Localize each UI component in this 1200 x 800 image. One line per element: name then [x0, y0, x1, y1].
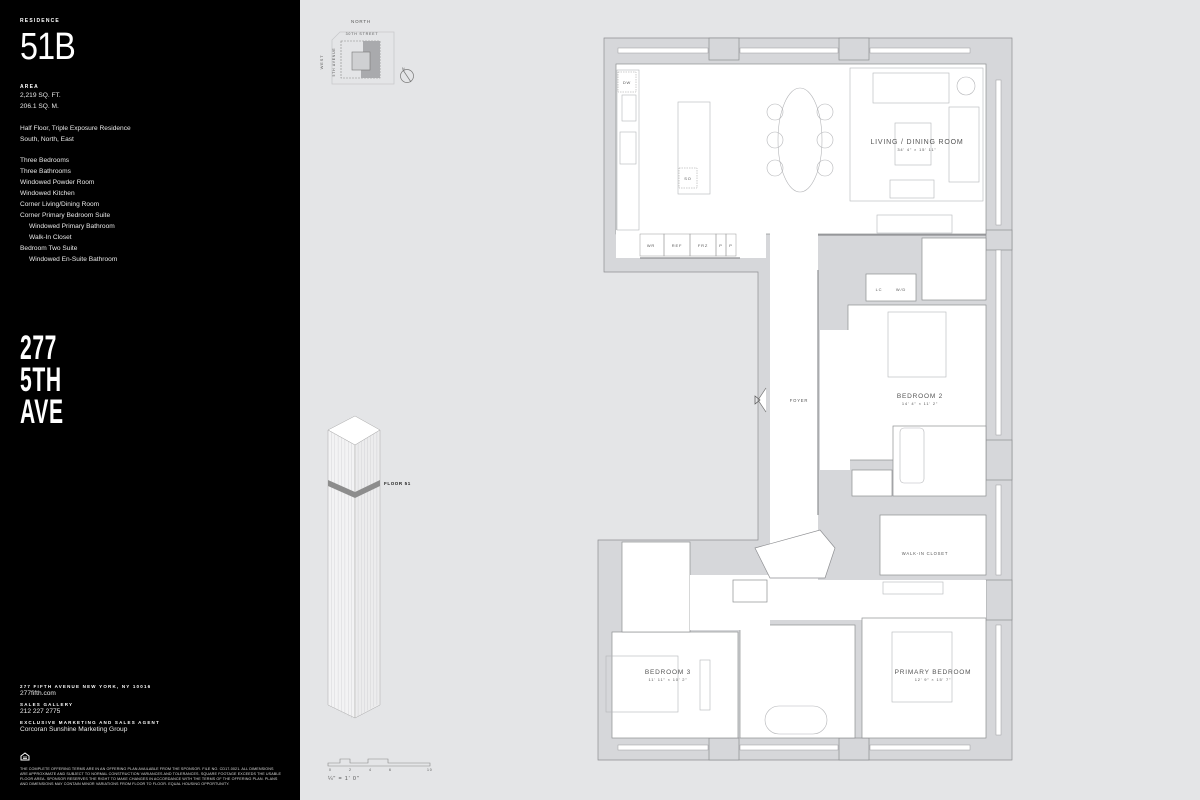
sink-icon [621, 94, 637, 122]
feature-item: Windowed En-Suite Bathroom [29, 256, 118, 263]
feature-item: Walk-In Closet [29, 234, 72, 241]
area-label: AREA [20, 84, 39, 90]
floor-plan [597, 37, 1013, 761]
room-labels: LIVING / DINING ROOM 34' 4" × 15' 11" BE… [623, 80, 972, 682]
west-label: WEST [319, 55, 324, 70]
feature-item: Three Bathrooms [20, 168, 71, 175]
dining-chairs [766, 103, 834, 177]
feature-item: Three Bedrooms [20, 157, 70, 164]
room-dims: 11' 11" × 10' 2" [649, 677, 688, 682]
residence-number: 51B [20, 26, 76, 68]
agent-label: EXCLUSIVE MARKETING AND SALES AGENT [20, 720, 160, 725]
bathtub-2 [899, 427, 925, 484]
feature-item: Bedroom Two Suite [20, 245, 78, 252]
avenue-label: 5TH AVENUE [332, 48, 336, 77]
room-name: BEDROOM 2 [897, 393, 943, 400]
sofa [872, 72, 950, 104]
building-logo: 277 5TH AVE [20, 329, 64, 431]
living-rug [849, 67, 984, 202]
compass-icon [400, 69, 414, 83]
scale-tick: 6 [389, 768, 392, 772]
exposure-line-2: South, North, East [20, 136, 74, 143]
info-sidebar: RESIDENCE 51B AREA 2,219 SQ. FT. 206.1 S… [0, 0, 300, 800]
sales-phone: 212 227 2775 [20, 708, 61, 715]
street-label: 30TH STREET [346, 32, 379, 36]
room-name: WALK-IN CLOSET [902, 551, 948, 556]
scale-tick: 2 [349, 768, 352, 772]
fixture-label: REF [672, 243, 682, 248]
website-link[interactable]: 277fifth.com [20, 690, 56, 697]
kitchen-counter [616, 69, 640, 231]
floor-51-highlight [328, 480, 380, 498]
exposure-line-1: Half Floor, Triple Exposure Residence [20, 125, 131, 132]
room-name: FOYER [790, 398, 808, 403]
area-sqm: 206.1 SQ. M. [20, 103, 59, 110]
area-sqft: 2,219 SQ. FT. [20, 92, 61, 99]
room-name: LIVING / DINING ROOM [870, 139, 963, 146]
fixture-label: P [719, 243, 722, 248]
feature-item: Corner Primary Bedroom Suite [20, 212, 111, 219]
fixture-label: DW [623, 80, 631, 85]
dining-table [777, 87, 823, 193]
room-name: BEDROOM 3 [645, 669, 691, 676]
coffee-table [894, 122, 932, 166]
feature-item: Windowed Primary Bathroom [29, 223, 115, 230]
windows [617, 47, 1002, 751]
sofa-side [948, 106, 980, 183]
feature-item: Windowed Kitchen [20, 190, 75, 197]
scale-ratio: ¼" = 1' 0" [328, 776, 359, 782]
address: 277 FIFTH AVENUE NEW YORK, NY 10016 [20, 684, 152, 689]
disclaimer: THE COMPLETE OFFERING TERMS ARE IN AN OF… [20, 767, 282, 786]
fixture-label: LC [876, 287, 883, 292]
fixture-label: SO [684, 176, 691, 181]
fixture-label: P [729, 243, 732, 248]
fixture-label: WR [647, 243, 655, 248]
cooktop-icon [619, 131, 637, 165]
room-dims: 12' 9" × 15' 7" [915, 677, 952, 682]
compass-letter: N [402, 67, 405, 71]
fixture-label: FRZ [698, 243, 708, 248]
side-table [956, 76, 976, 96]
equal-housing-icon [20, 752, 30, 761]
scale-bar: 0 2 4 6 10 ¼" = 1' 0" [327, 758, 433, 782]
logo-line: 277 [20, 329, 58, 367]
kitchen-island [677, 101, 711, 195]
agent-name: Corcoran Sunshine Marketing Group [20, 726, 128, 733]
residence-label: RESIDENCE [20, 18, 60, 24]
scale-tick: 10 [427, 768, 433, 772]
feature-item: Windowed Powder Room [20, 179, 95, 186]
north-label: NORTH [351, 19, 371, 24]
bed-3-dresser [699, 659, 711, 711]
bed-2 [887, 311, 947, 378]
furniture [605, 67, 984, 735]
dresser [882, 581, 944, 595]
sales-gallery-label: SALES GALLERY [20, 702, 74, 707]
room-dims: 34' 4" × 15' 11" [897, 147, 936, 152]
bench [889, 179, 935, 199]
building-isometric: FLOOR 51 [327, 415, 411, 719]
room-dims: 14' 4" × 11' 2" [902, 401, 938, 406]
logo-line: AVE [20, 393, 64, 431]
primary-bathtub [764, 705, 828, 735]
bed-3 [605, 655, 679, 713]
floor-label: FLOOR 51 [384, 481, 411, 486]
primary-bed [891, 631, 953, 703]
floor-plan-area: NORTH 30TH STREET WEST 5TH AVENUE N FLOO… [319, 19, 1013, 782]
logo-line: 5TH [20, 361, 62, 399]
room-name: PRIMARY BEDROOM [895, 669, 972, 676]
scale-tick: 4 [369, 768, 372, 772]
scale-tick: 0 [329, 768, 332, 772]
feature-item: Corner Living/Dining Room [20, 201, 100, 208]
fixture-label: W/D [896, 287, 906, 292]
site-map: NORTH 30TH STREET WEST 5TH AVENUE N [319, 19, 414, 85]
entry-arrow-icon [754, 395, 761, 405]
